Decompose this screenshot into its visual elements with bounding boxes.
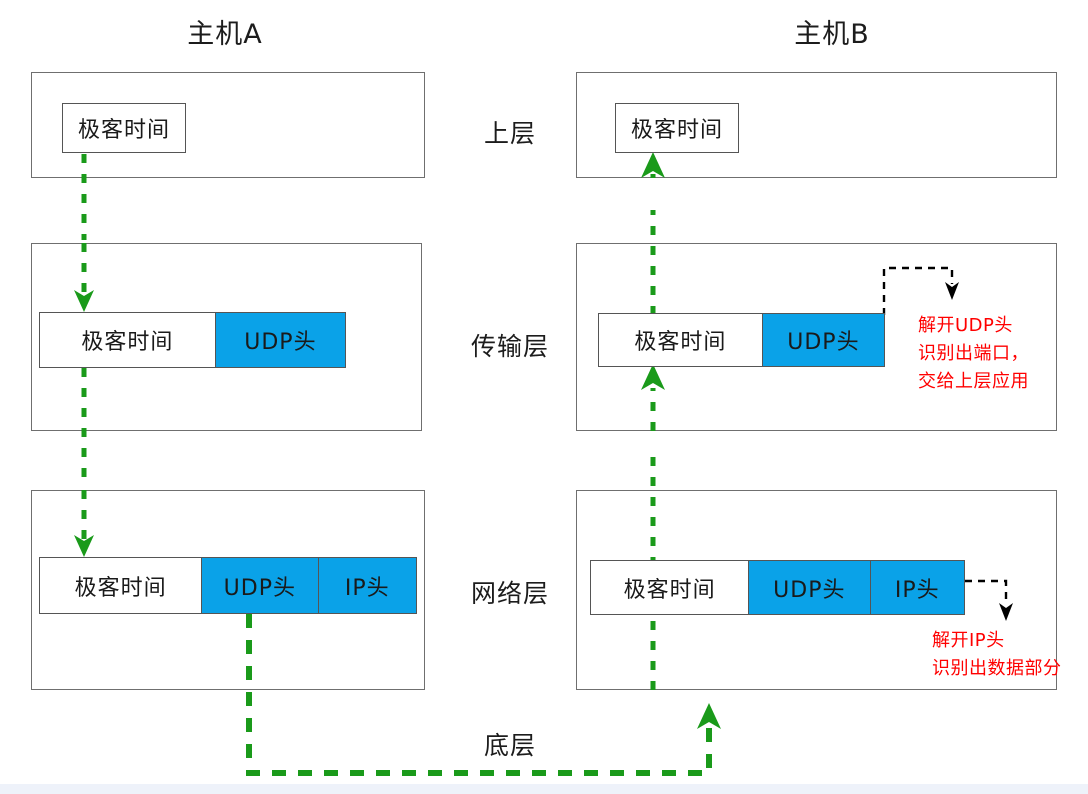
host-b-network-packet: 极客时间 UDP头 IP头	[590, 560, 965, 615]
packet-segment-data: 极客时间	[616, 104, 738, 152]
host-a-flow-to-transport	[74, 243, 94, 312]
network-annotation-line-1: 解开IP头	[932, 630, 1005, 651]
bottom-accent-band	[0, 784, 1088, 794]
packet-segment-ip-header: IP头	[317, 558, 417, 613]
packet-segment-udp-header: UDP头	[761, 314, 884, 366]
ip-header-callout-leader	[965, 579, 1013, 621]
host-a-title: 主机A	[187, 19, 263, 50]
host-a-transport-packet: 极客时间 UDP头	[39, 312, 346, 368]
transport-annotation-line-3: 交给上层应用	[918, 370, 1029, 392]
host-b-title: 主机B	[794, 19, 870, 50]
network-layer-annotation: 解开IP头 识别出数据部分	[932, 627, 1062, 683]
host-a-upper-layer-box	[31, 72, 425, 178]
host-a-flow-to-network	[74, 368, 94, 557]
packet-segment-data: 极客时间	[591, 561, 749, 614]
packet-segment-udp-header: UDP头	[201, 558, 318, 613]
host-b-flow-to-transport	[641, 364, 665, 566]
host-b-transport-packet: 极客时间 UDP头	[598, 313, 885, 367]
packet-segment-udp-header: UDP头	[214, 313, 345, 367]
layer-label-bottom: 底层	[483, 731, 536, 760]
transport-annotation-line-1: 解开UDP头	[918, 315, 1013, 336]
host-a-upper-packet: 极客时间	[62, 103, 186, 153]
host-b-flow-to-upper	[641, 152, 665, 315]
packet-segment-udp-header: UDP头	[748, 561, 870, 614]
packet-segment-data: 极客时间	[40, 558, 202, 613]
transport-annotation-line-2: 识别出端口，	[918, 342, 1029, 364]
packet-segment-data: 极客时间	[599, 314, 762, 366]
packet-segment-data: 极客时间	[40, 313, 215, 367]
packet-segment-data: 极客时间	[63, 104, 185, 152]
udp-header-callout-leader	[882, 266, 959, 315]
host-b-upper-packet: 极客时间	[615, 103, 739, 153]
layer-label-transport: 传输层	[470, 332, 549, 361]
packet-segment-ip-header: IP头	[869, 561, 964, 614]
layer-label-upper: 上层	[483, 119, 536, 148]
transport-layer-annotation: 解开UDP头 识别出端口， 交给上层应用	[918, 312, 1029, 396]
bottom-layer-flow-path	[246, 614, 721, 776]
network-annotation-line-2: 识别出数据部分	[932, 657, 1062, 679]
layer-label-network: 网络层	[470, 579, 549, 608]
host-a-network-packet: 极客时间 UDP头 IP头	[39, 557, 417, 614]
